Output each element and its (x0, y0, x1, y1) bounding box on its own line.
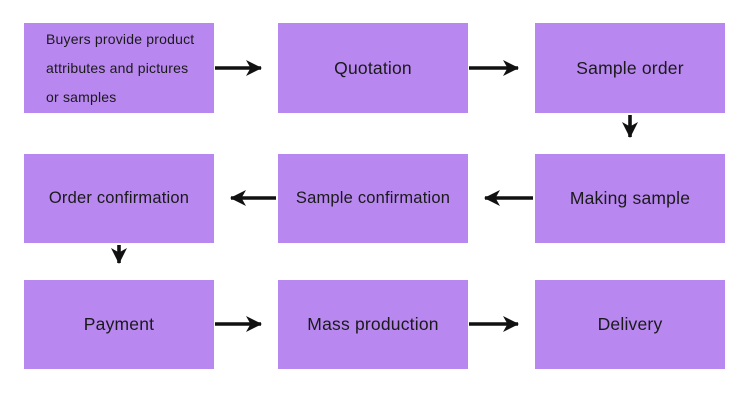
node-label: Mass production (307, 314, 439, 334)
node-label: Sample confirmation (295, 189, 451, 207)
node-payment: Payment (24, 280, 214, 369)
node-delivery: Delivery (535, 280, 725, 369)
node-quotation: Quotation (278, 23, 468, 113)
node-label: Buyers provide product attributes and pi… (46, 30, 195, 105)
node-buyers-provide: Buyers provide product attributes and pi… (24, 23, 214, 113)
node-sample-order: Sample order (535, 23, 725, 113)
node-label: Sample order (576, 57, 684, 78)
node-label: Order confirmation (48, 189, 190, 207)
node-order-confirmation: Order confirmation (24, 154, 214, 243)
node-label: Making sample (569, 188, 691, 208)
node-making-sample: Making sample (535, 154, 725, 243)
node-label: Payment (83, 314, 155, 334)
node-mass-production: Mass production (278, 280, 468, 369)
node-label: Delivery (597, 314, 663, 334)
node-label: Quotation (334, 57, 412, 78)
node-sample-confirmation: Sample confirmation (278, 154, 468, 243)
